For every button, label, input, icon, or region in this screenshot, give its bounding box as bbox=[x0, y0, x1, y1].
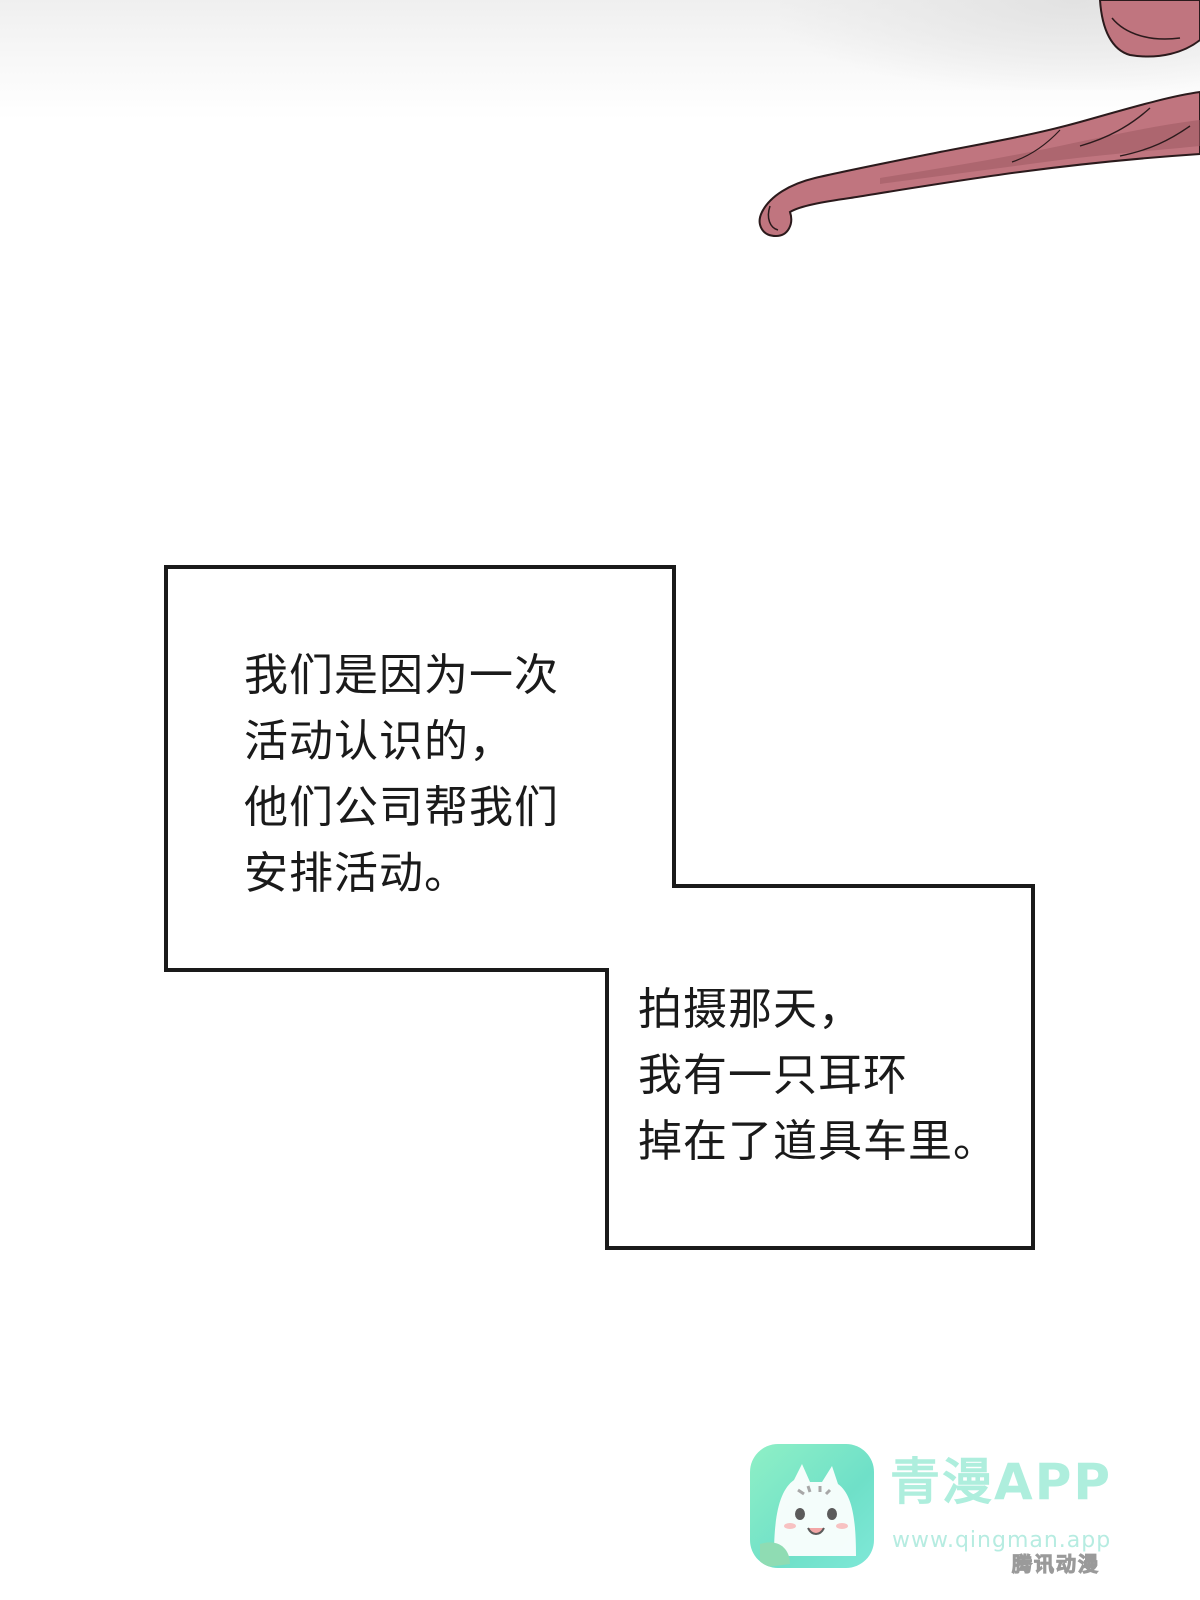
fabric-upper-crease bbox=[1111, 17, 1181, 40]
caption-line: 安排活动。 bbox=[244, 848, 469, 899]
cat-face-icon bbox=[750, 1444, 874, 1568]
caption-text-second: 拍摄那天， 我有一只耳环 掉在了道具车里。 bbox=[638, 977, 998, 1175]
fabric-tip-curl bbox=[767, 205, 779, 231]
fabric-ribbon-illustration bbox=[758, 0, 1200, 238]
caption-text-first: 我们是因为一次 活动认识的， 他们公司帮我们 安排活动。 bbox=[244, 643, 559, 907]
watermark-title: 青漫APP bbox=[890, 1453, 1112, 1511]
caption-line: 拍摄那天， bbox=[638, 984, 863, 1035]
caption-box-outline bbox=[164, 565, 1035, 1250]
caption-line: 我有一只耳环 bbox=[638, 1050, 908, 1101]
watermark: 青漫APP www.qingman.app 腾讯动漫 bbox=[750, 1444, 1170, 1576]
caption-line: 我们是因为一次 bbox=[244, 650, 559, 701]
fabric-main-shadow bbox=[880, 120, 1200, 184]
watermark-corner-text: 腾讯动漫 bbox=[1012, 1552, 1100, 1576]
caption-line: 掉在了道具车里。 bbox=[638, 1116, 998, 1167]
caption-line: 活动认识的， bbox=[244, 716, 514, 767]
fabric-main-crease-2 bbox=[1119, 125, 1191, 157]
fabric-main-crease-3 bbox=[1011, 129, 1061, 163]
watermark-url: www.qingman.app bbox=[892, 1528, 1112, 1553]
fabric-main-crease-1 bbox=[1079, 107, 1151, 147]
cat-face-drawing bbox=[760, 1464, 856, 1568]
caption-line: 他们公司帮我们 bbox=[244, 782, 559, 833]
fabric-upper-fold bbox=[1098, 0, 1200, 58]
